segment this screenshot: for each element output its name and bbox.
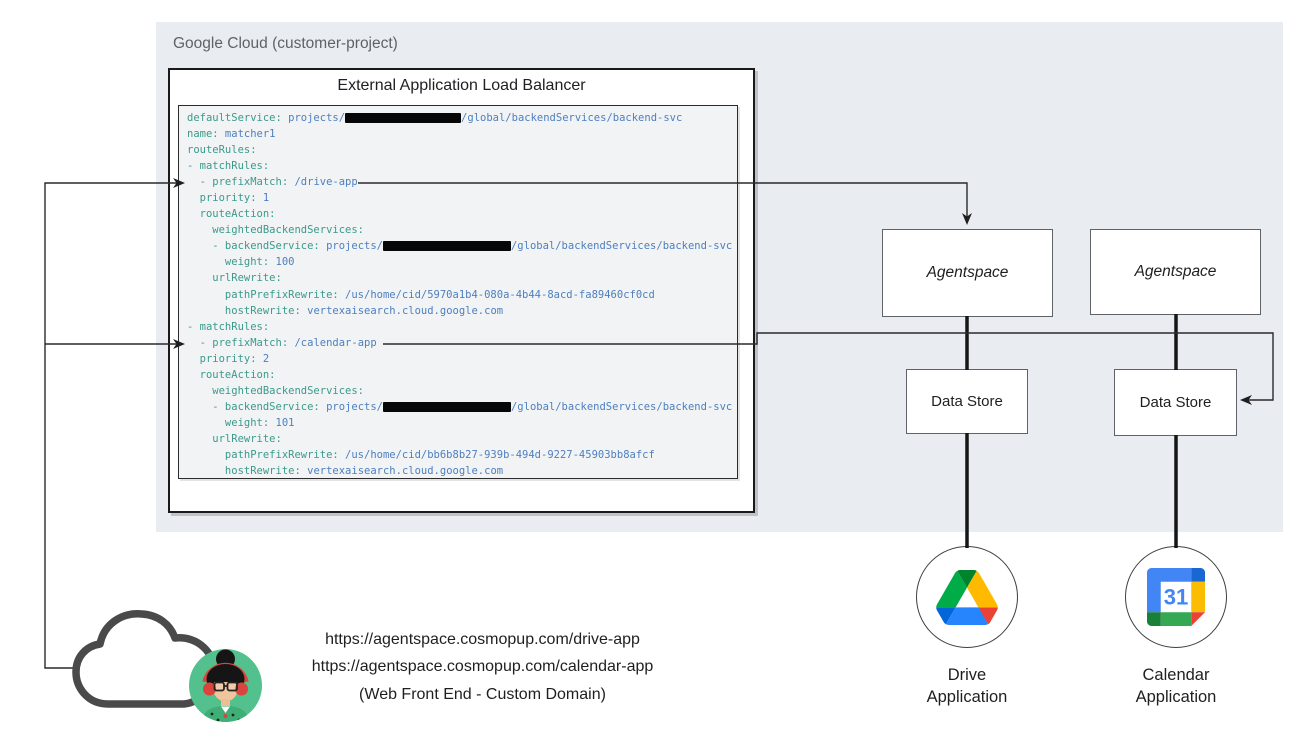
cloud-icon xyxy=(72,610,218,708)
calendar-app-circle: 31 xyxy=(1125,546,1227,648)
calendar-app-label: Calendar Application xyxy=(1135,666,1217,706)
agentspace-box-1: Agentspace xyxy=(882,229,1053,317)
google-calendar-icon: 31 xyxy=(1147,568,1205,626)
calendar-day-number: 31 xyxy=(1164,585,1189,610)
frontend-url-drive: https://agentspace.cosmopup.com/drive-ap… xyxy=(325,631,640,648)
load-balancer-box: External Application Load Balancer defau… xyxy=(168,68,755,513)
yaml-url-map-code: defaultService: projects//global/backend… xyxy=(178,105,738,479)
datastore-label-2: Data Store xyxy=(1139,394,1212,411)
agentspace-box-2: Agentspace xyxy=(1090,229,1261,315)
user-avatar-icon xyxy=(189,649,262,722)
datastore-box-2: Data Store xyxy=(1114,369,1237,436)
google-cloud-label: Google Cloud (customer-project) xyxy=(173,35,398,52)
drive-app-circle xyxy=(916,546,1018,648)
google-drive-icon xyxy=(936,569,998,625)
frontend-domain-note: (Web Front End - Custom Domain) xyxy=(359,685,606,703)
drive-app-label: Drive Application xyxy=(926,666,1008,706)
agentspace-label-2: Agentspace xyxy=(1134,263,1217,280)
load-balancer-title: External Application Load Balancer xyxy=(337,77,586,94)
datastore-label-1: Data Store xyxy=(931,393,1003,410)
frontend-url-calendar: https://agentspace.cosmopup.com/calendar… xyxy=(311,658,654,676)
datastore-box-1: Data Store xyxy=(906,369,1028,434)
agentspace-label-1: Agentspace xyxy=(926,264,1009,281)
frontend-caption: https://agentspace.cosmopup.com/drive-ap… xyxy=(260,626,705,708)
